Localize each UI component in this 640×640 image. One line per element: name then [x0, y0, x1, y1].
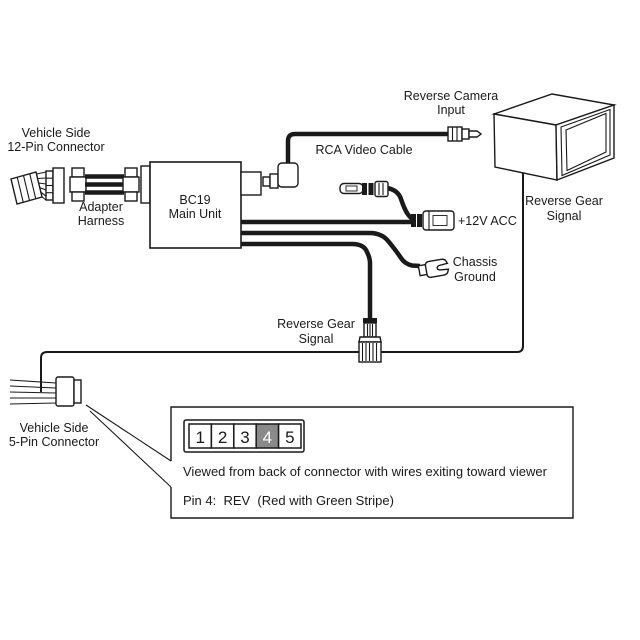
bc19-rca-port — [240, 171, 262, 196]
rca-elbow-connector-icon — [262, 162, 299, 189]
connector-12pin-body — [45, 167, 65, 204]
pin-row-diagram: 1 2 3 4 5 — [183, 419, 305, 453]
adapter-label-line2: Harness — [78, 214, 125, 228]
connector-5pin-body — [55, 376, 75, 407]
bc19-box — [149, 161, 242, 249]
head-unit: Reverse Gear Signal — [491, 93, 617, 223]
reverse-signal-label-line2: Signal — [299, 332, 334, 346]
pin-number-5: 5 — [285, 428, 294, 447]
pin-number-1: 1 — [195, 428, 204, 447]
camera-input-label-line2: Input — [437, 103, 465, 117]
vehicle-5pin-label-line2: 5-Pin Connector — [9, 435, 99, 449]
acc-spade-pair-icon — [339, 180, 389, 198]
ground-label-line1: Chassis — [453, 255, 497, 269]
pinout-callout: 1 2 3 4 5 Viewed from back of connector … — [170, 406, 574, 519]
hatched-cable-icon — [10, 171, 43, 205]
ground-terminal-icon — [417, 258, 450, 279]
reverse-output-wire — [241, 241, 373, 320]
reverse-bullet-connector-icon — [358, 318, 382, 363]
pin-cell-5 — [277, 423, 302, 449]
rca-video-cable-run: RCA Video Cable Reverse Camera Input — [262, 89, 499, 189]
vehicle-12pin-connector: Vehicle Side 12-Pin Connector — [7, 126, 105, 205]
harness-plug-left — [69, 167, 87, 202]
callout-pin-note: Pin 4: REV (Red with Green Stripe) — [183, 493, 394, 508]
callout-line-top — [85, 404, 172, 462]
head-unit-din-frame-inner — [565, 112, 607, 172]
callout-view-note: Viewed from back of connector with wires… — [183, 464, 548, 479]
rca-cable-label: RCA Video Cable — [315, 143, 412, 157]
adapter-label-line1: Adapter — [79, 200, 123, 214]
rca-plug-icon — [447, 126, 483, 142]
vehicle-12pin-label-line1: Vehicle Side — [22, 126, 91, 140]
head-unit-signal-label-line1: Reverse Gear — [525, 194, 603, 208]
vehicle-5pin-connector: Vehicle Side 5-Pin Connector — [9, 376, 99, 449]
vehicle-5pin-label-line1: Vehicle Side — [20, 421, 89, 435]
ground-label-line2: Ground — [454, 270, 496, 284]
bc19-label-line2: Main Unit — [169, 207, 222, 221]
acc-pigtail-wire — [386, 185, 415, 222]
bc19-input-socket — [140, 165, 151, 204]
harness-plug-right — [122, 167, 140, 202]
camera-input-label-line1: Reverse Camera — [404, 89, 499, 103]
rca-cable-wire — [285, 131, 449, 166]
bc19-main-unit: BC19 Main Unit — [140, 161, 262, 249]
bc19-label-line1: BC19 — [179, 193, 210, 207]
head-unit-front-face — [493, 113, 558, 181]
acc-label: +12V ACC — [458, 214, 517, 228]
ground-wire — [241, 230, 421, 269]
acc-terminal-icon — [411, 210, 455, 231]
vehicle-12pin-label-line2: 12-Pin Connector — [7, 140, 104, 154]
wire-fan-12pin — [36, 171, 47, 201]
callout-line-bottom — [89, 410, 172, 488]
reverse-gear-signal-wire — [40, 173, 524, 392]
pin-number-4: 4 — [263, 428, 272, 447]
reverse-signal-label-line1: Reverse Gear — [277, 317, 355, 331]
head-unit-signal-label-line2: Signal — [547, 209, 582, 223]
connector-5pin-backplate — [73, 379, 82, 404]
pin-number-2: 2 — [218, 428, 227, 447]
pin-number-3: 3 — [240, 428, 249, 447]
adapter-harness: Adapter Harness — [69, 167, 140, 228]
